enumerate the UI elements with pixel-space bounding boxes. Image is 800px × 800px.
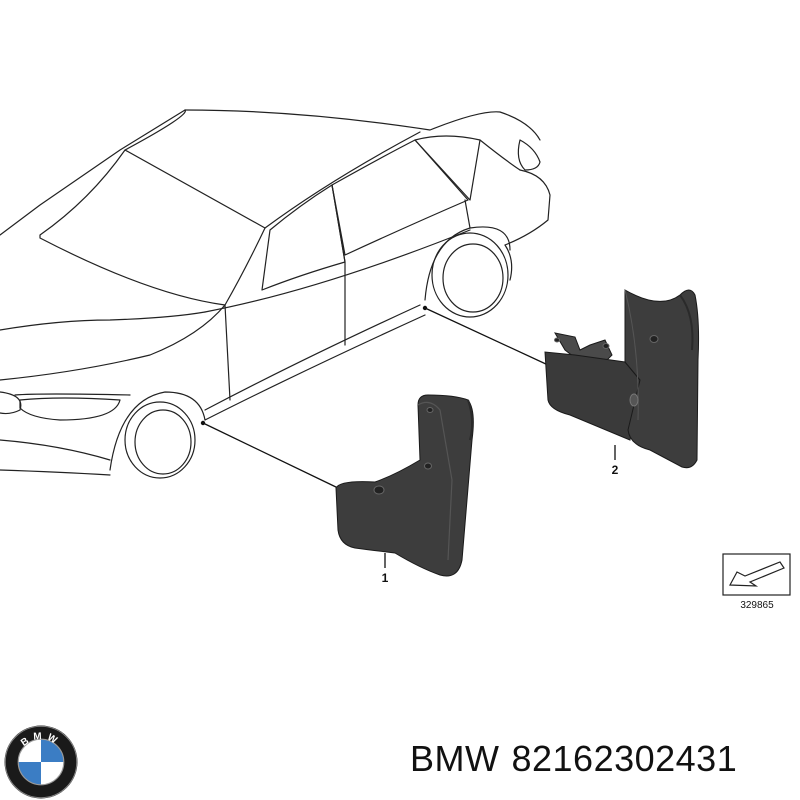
rear-mud-flap (544, 289, 700, 469)
reference-box: 329865 (722, 553, 791, 611)
front-mud-flap (335, 394, 474, 577)
leader-line-1 (202, 422, 339, 489)
callout-number-2: 2 (612, 463, 619, 477)
leader-line-2 (424, 307, 549, 366)
leader-dot-2 (422, 305, 428, 311)
callout-number-1: 1 (382, 571, 389, 585)
reference-number: 329865 (740, 600, 774, 611)
bmw-logo: BMW (4, 725, 78, 799)
logo-blue-quadrant-1 (41, 739, 64, 762)
brand-name: BMW (410, 738, 500, 779)
car-outline (0, 109, 551, 479)
leader-dot-1 (200, 420, 206, 426)
part-caption: BMW 82162302431 (410, 738, 749, 780)
logo-blue-quadrant-2 (18, 762, 41, 785)
part-number: 82162302431 (511, 738, 738, 779)
arrow-icon (729, 561, 785, 587)
leader-lines (200, 305, 616, 568)
